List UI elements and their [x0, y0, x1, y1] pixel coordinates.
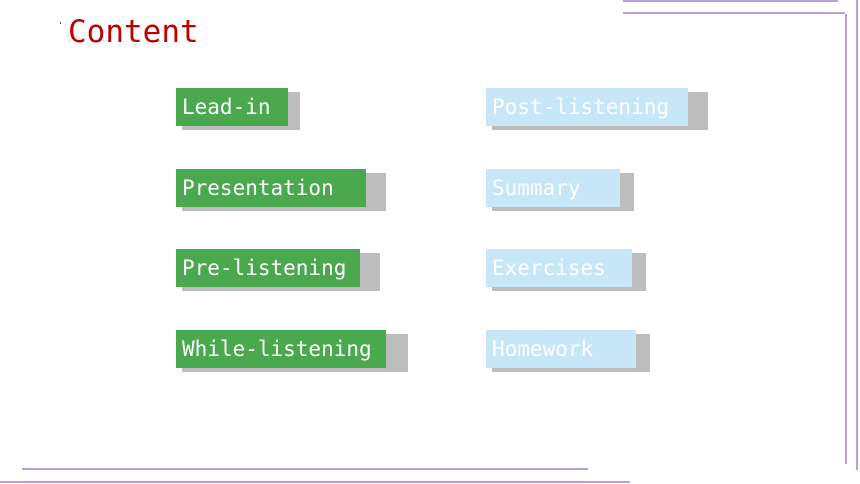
page-title: Content — [68, 14, 199, 50]
menu-item-summary[interactable]: Summary — [486, 169, 634, 211]
menu-item-exercises[interactable]: Exercises — [486, 249, 646, 291]
bottom-border-line-lower — [0, 481, 630, 483]
menu-item-label: Summary — [486, 169, 620, 207]
right-border-line-inner — [845, 14, 847, 464]
menu-item-label: Pre-listening — [176, 249, 360, 287]
top-border-line-outer — [623, 0, 838, 2]
menu-item-presentation[interactable]: Presentation — [176, 169, 386, 211]
corner-mark — [60, 22, 61, 24]
menu-item-while-listening[interactable]: While-listening — [176, 330, 408, 372]
menu-item-homework[interactable]: Homework — [486, 330, 650, 372]
menu-item-post-listening[interactable]: Post-listening — [486, 88, 708, 130]
menu-item-label: Homework — [486, 330, 636, 368]
menu-item-label: Exercises — [486, 249, 632, 287]
menu-item-lead-in[interactable]: Lead-in — [176, 88, 300, 130]
menu-item-pre-listening[interactable]: Pre-listening — [176, 249, 380, 291]
top-border-line-inner — [623, 12, 845, 14]
menu-item-label: Post-listening — [486, 88, 688, 126]
menu-item-label: Presentation — [176, 169, 366, 207]
bottom-border-line-upper — [22, 468, 588, 470]
menu-item-label: Lead-in — [176, 88, 288, 126]
right-border-line-outer — [856, 0, 858, 470]
menu-item-label: While-listening — [176, 330, 386, 368]
